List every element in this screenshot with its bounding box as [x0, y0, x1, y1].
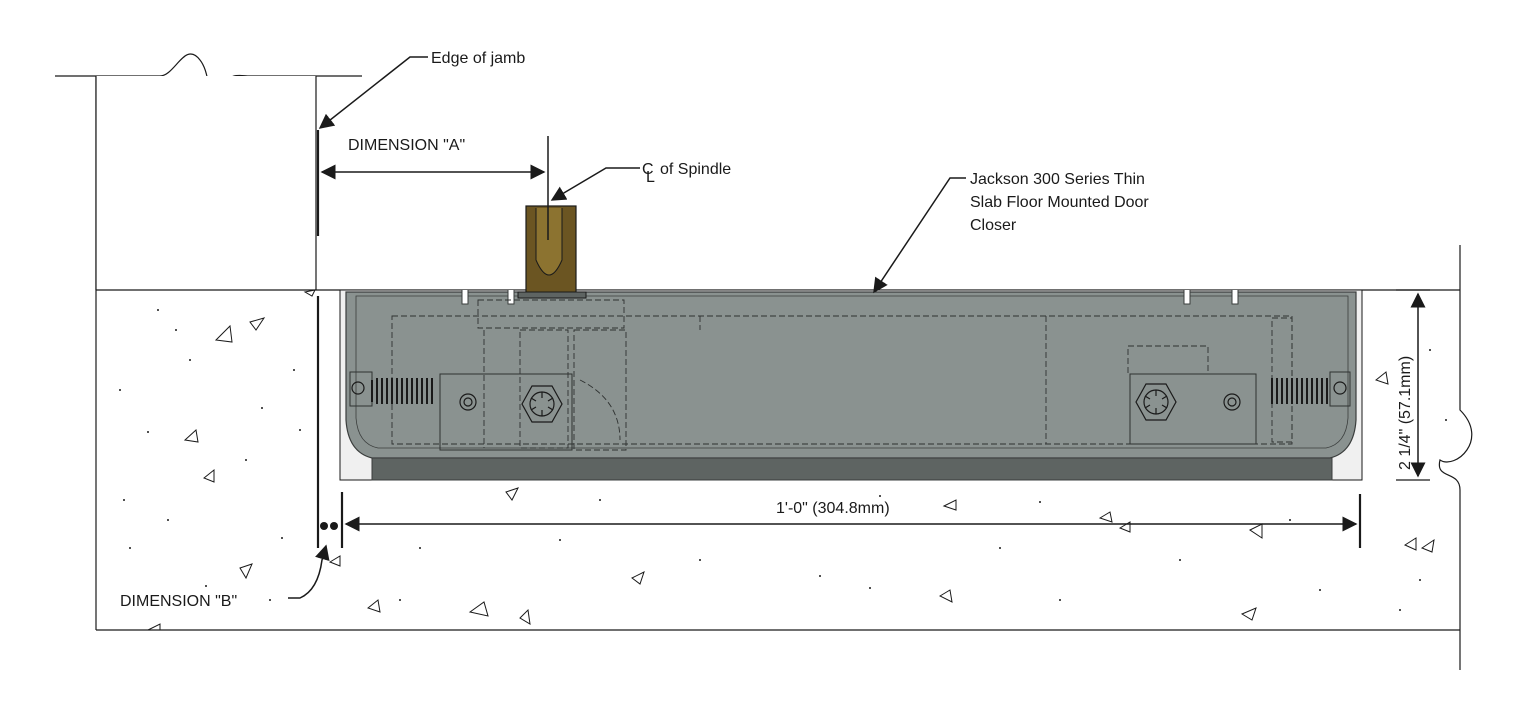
edge-of-jamb-leader: Edge of jamb: [318, 50, 525, 129]
height-dimension-label: 2 1/4" (57.1mm): [1397, 356, 1414, 470]
product-label-line1: Jackson 300 Series Thin: [970, 171, 1145, 188]
dimension-a-label: DIMENSION "A": [348, 137, 465, 154]
jamb-extension-line: [316, 130, 1362, 548]
dimension-a: DIMENSION "A": [320, 136, 549, 240]
screws: [351, 381, 1347, 411]
spindle: [517, 205, 587, 299]
length-dimension: 1'-0" (304.8mm): [344, 500, 1358, 532]
product-label-line3: Closer: [970, 217, 1017, 234]
height-dimension: 2 1/4" (57.1mm): [1396, 289, 1430, 481]
product-label-line2: Slab Floor Mounted Door: [970, 194, 1149, 211]
door-jamb: [55, 53, 362, 290]
hex-nut-right: [1135, 383, 1177, 421]
hex-nut-left: [521, 385, 563, 423]
length-dimension-label: 1'-0" (304.8mm): [776, 500, 890, 517]
centerline-spindle-callout: C L of Spindle: [550, 161, 731, 201]
of-spindle-label: of Spindle: [660, 161, 731, 178]
closer-body: [345, 290, 1357, 481]
cl-symbol: C: [642, 161, 654, 178]
dimension-b: DIMENSION "B": [120, 522, 338, 610]
aggregate-marks: [147, 289, 1435, 631]
cl-subscript: L: [646, 169, 655, 186]
dimension-b-label: DIMENSION "B": [120, 593, 237, 610]
product-callout: Jackson 300 Series Thin Slab Floor Mount…: [873, 171, 1149, 294]
sand-dots: [119, 309, 1447, 611]
edge-of-jamb-label: Edge of jamb: [431, 50, 525, 67]
